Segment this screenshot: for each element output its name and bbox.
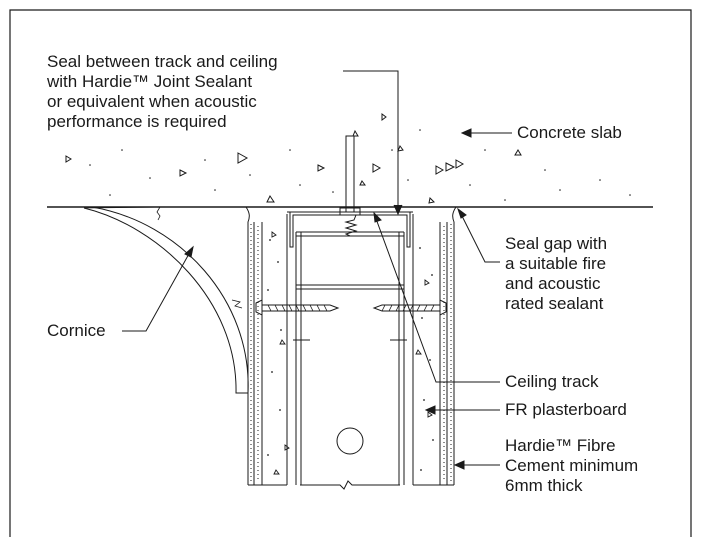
right-wall-lining: [412, 206, 457, 486]
leader-concrete-slab: [460, 128, 512, 138]
label-fibre-cement-line3: 6mm thick: [505, 476, 583, 495]
label-seal-gap-line2: a suitable fire: [505, 254, 607, 273]
leader-cornice: [122, 245, 194, 332]
plasterboard-speckle: [267, 239, 434, 471]
leader-fibre-cement: [453, 460, 500, 470]
label-seal-track-line2: with Hardie™ Joint Sealant: [47, 72, 253, 91]
steel-stud: [295, 231, 405, 490]
stud-service-hole: [336, 427, 364, 455]
concrete-speckle: [89, 129, 631, 201]
plasterboard-aggregate: [271, 231, 433, 475]
label-ceiling-track: Ceiling track: [505, 372, 599, 391]
screw-right: [372, 289, 447, 341]
leader-ceiling-track: [373, 211, 500, 383]
label-cornice: Cornice: [47, 321, 106, 340]
screw-left: [255, 289, 340, 341]
leader-seal-gap: [457, 207, 500, 263]
anchor-bolt: [339, 135, 361, 237]
label-seal-gap-line3: and acoustic: [505, 274, 601, 293]
leader-seal-track: [343, 70, 403, 216]
drawing-frame: [9, 9, 692, 537]
label-seal-gap-line4: rated sealant: [505, 294, 604, 313]
left-wall-lining: [245, 206, 288, 486]
label-fibre-cement-line2: Cement minimum: [505, 456, 639, 475]
label-seal-track-line4: performance is required: [47, 112, 227, 131]
left-fibre-cement-dots: [250, 224, 259, 483]
label-seal-track-line3: or equivalent when acoustic: [47, 92, 257, 111]
cornice: [83, 206, 249, 394]
concrete-aggregate: [65, 113, 522, 204]
label-seal-track-line1: Seal between track and ceiling: [47, 52, 278, 71]
label-fr-plasterboard: FR plasterboard: [505, 400, 627, 419]
break-line: [300, 480, 400, 490]
label-seal-gap-line1: Seal gap with: [505, 234, 608, 253]
right-fibre-cement-dots: [443, 224, 452, 483]
leader-fr-plasterboard: [424, 405, 500, 415]
label-concrete-slab: Concrete slab: [517, 123, 622, 142]
label-fibre-cement-line1: Hardie™ Fibre: [505, 436, 616, 455]
